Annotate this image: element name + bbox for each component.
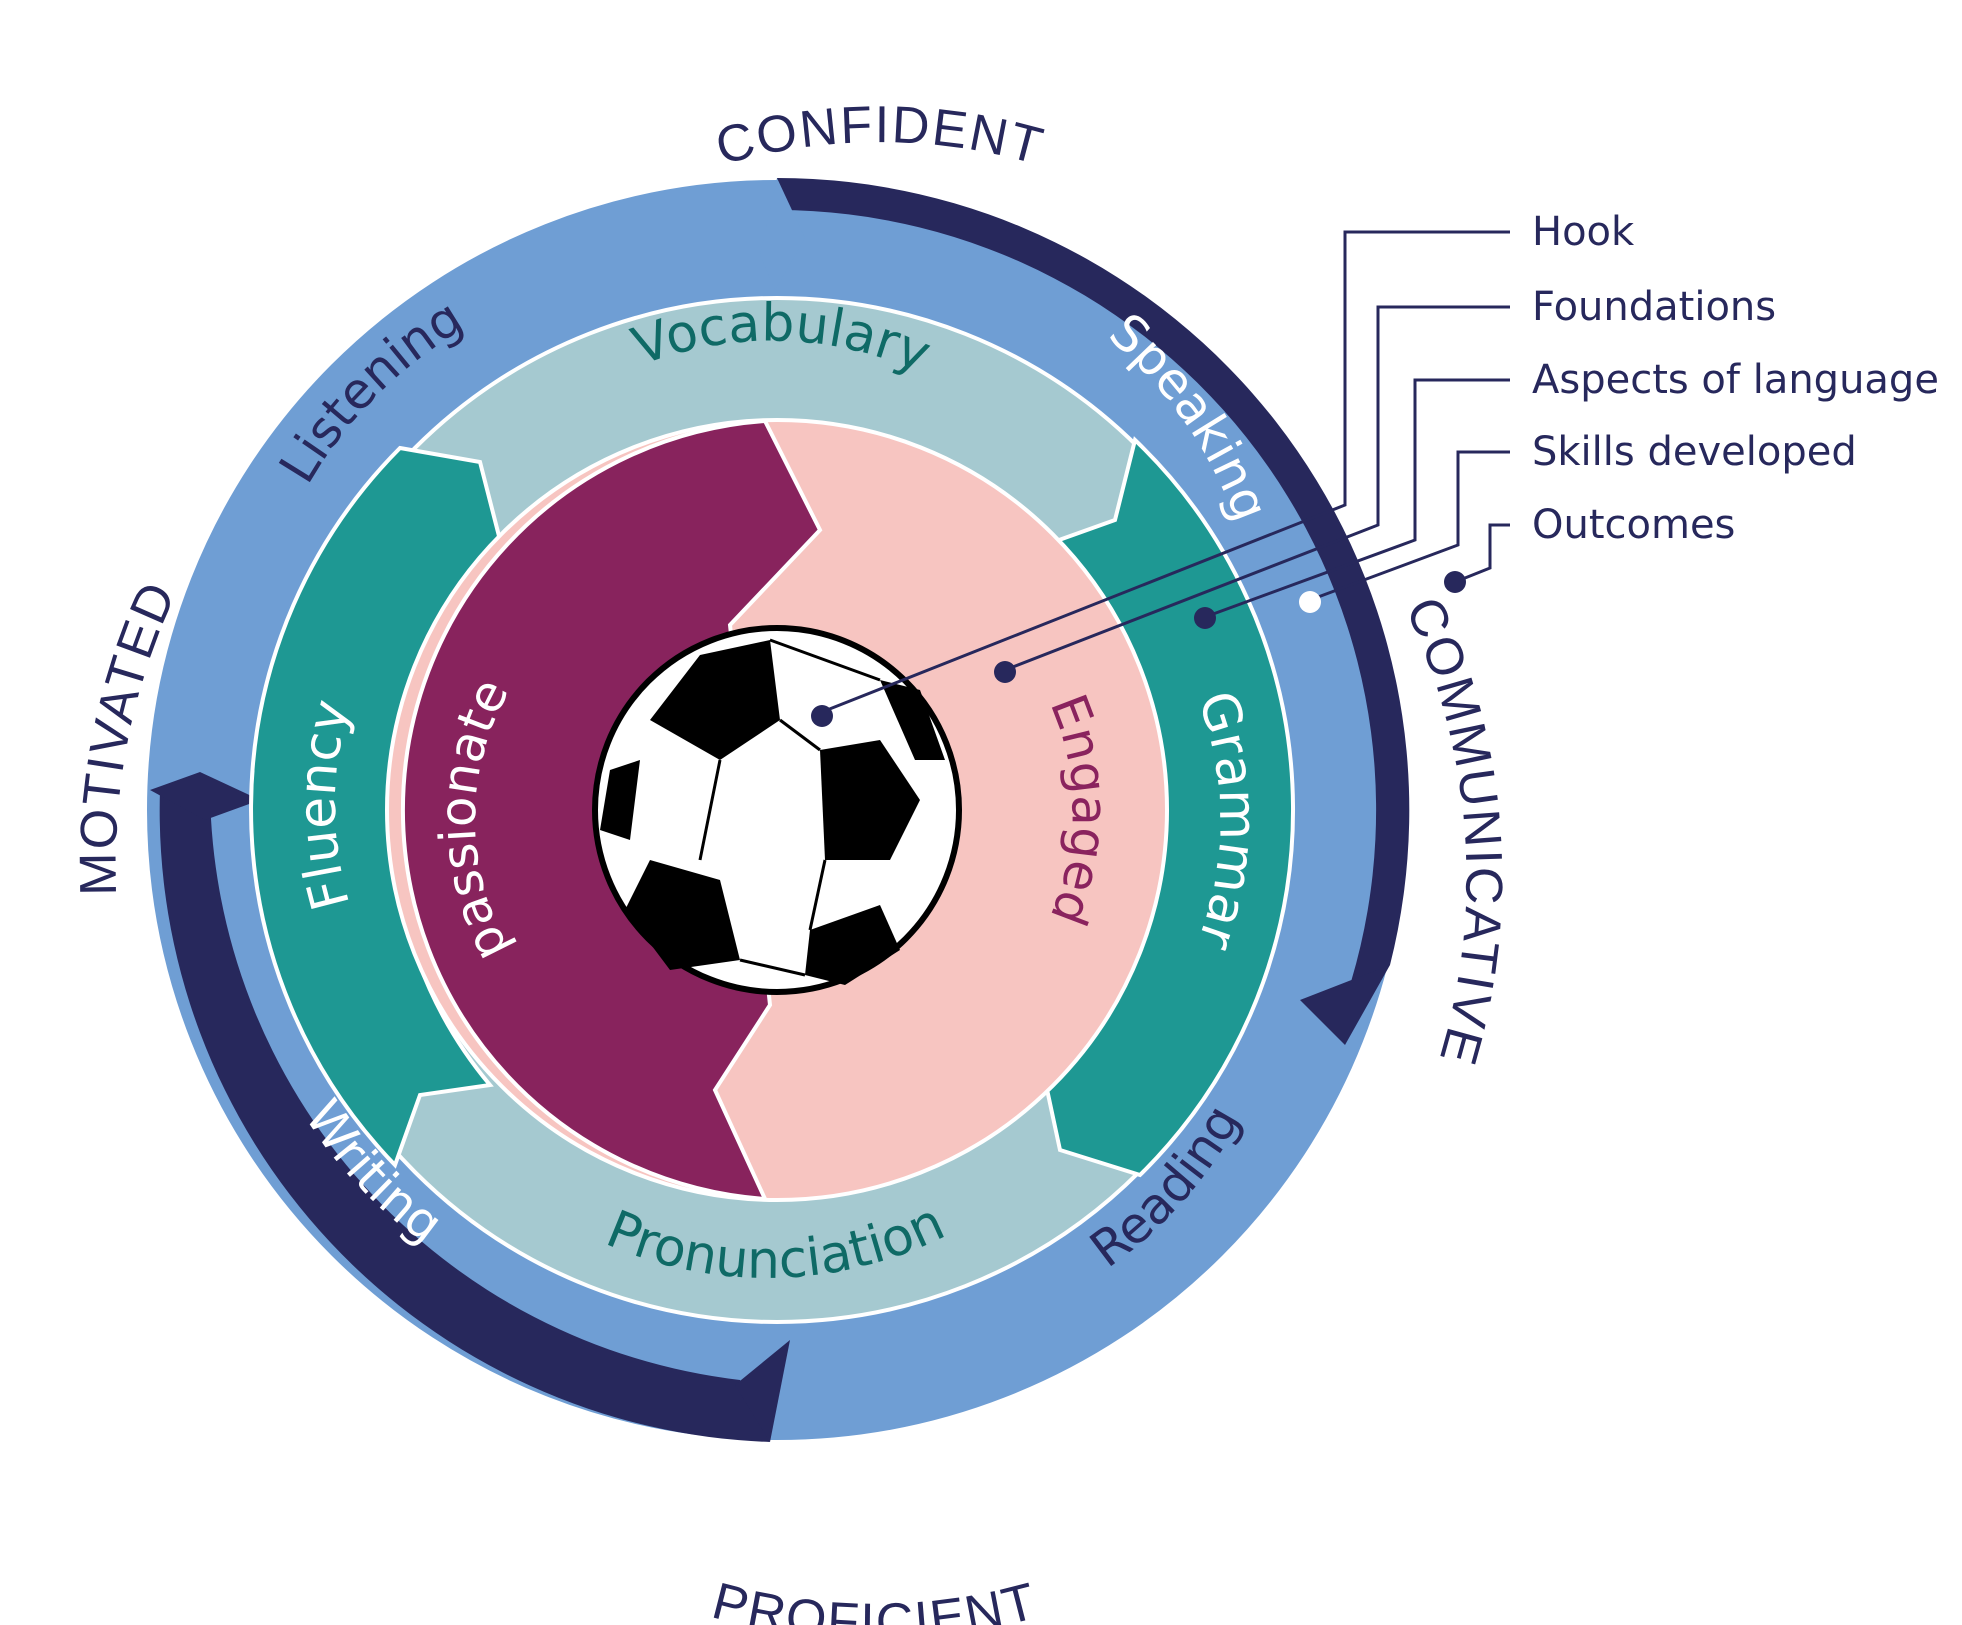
marker-aspects (1194, 607, 1216, 629)
leader-outcomes (1454, 523, 1510, 584)
legend-aspects: Aspects of language (1532, 357, 1939, 403)
leader-foundations (1004, 305, 1510, 672)
outcome-communicative: COMMUNICATIVE (1394, 589, 1513, 1072)
legend-foundations: Foundations (1532, 284, 1776, 330)
writing-arrow-notch (735, 1340, 790, 1442)
speaking-arrow-notch (760, 178, 805, 290)
legend-skills: Skills developed (1532, 429, 1857, 475)
legend-outcomes: Outcomes (1532, 502, 1735, 548)
legend-hook: Hook (1532, 209, 1635, 255)
legend-leaders (821, 230, 1510, 714)
leader-hook (821, 230, 1510, 714)
outcome-confident: CONFIDENT (710, 96, 1050, 176)
soccer-ball-icon (592, 625, 962, 995)
marker-outcomes (1444, 571, 1466, 593)
legend-markers (811, 571, 1466, 727)
writing-arrow-tip (150, 772, 260, 820)
leader-aspects (1204, 378, 1510, 619)
marker-foundations (994, 661, 1016, 683)
leader-skills (1309, 450, 1510, 602)
writing-segment (159, 790, 771, 1442)
marker-skills (1299, 591, 1321, 613)
outcome-proficient: PROFICIENT (707, 1572, 1044, 1625)
marker-hook (811, 705, 833, 727)
speaking-arrow-tip (1300, 965, 1390, 1045)
